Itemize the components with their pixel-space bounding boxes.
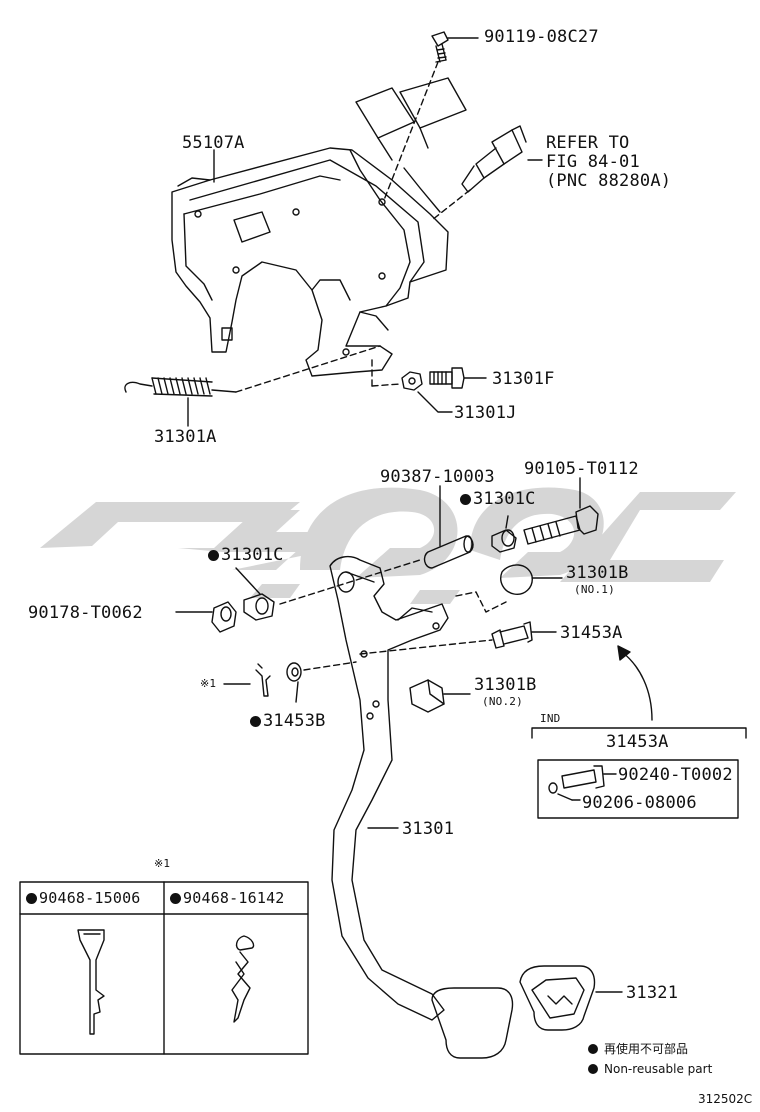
non-reusable-dot-icon — [460, 494, 471, 505]
label-ind: IND — [540, 712, 561, 725]
label-bolt-t0112: 90105-T0112 — [524, 459, 639, 479]
watermark-logo — [40, 487, 736, 604]
clip-icon — [255, 663, 271, 697]
ind-bracket — [531, 727, 747, 739]
label-clip-table-ref: ※1 — [154, 857, 171, 870]
non-reusable-dot-icon — [250, 716, 261, 727]
nut-j-icon — [401, 371, 423, 391]
label-clip-1: 90468-15006 — [26, 890, 141, 906]
label-spring: 31301A — [154, 427, 217, 447]
figure-code: 312502C — [698, 1092, 753, 1106]
label-bush-c-right: 31301C — [460, 490, 536, 508]
non-reusable-dot-icon — [26, 893, 37, 904]
label-nut-j: 31301J — [454, 403, 517, 423]
non-reusable-dot-icon — [588, 1044, 598, 1054]
legend-jp: 再使用不可部品 — [588, 1042, 688, 1056]
label-clip-ref: ※1 — [200, 677, 217, 690]
ind-inner-box — [537, 759, 739, 819]
bush-c-right-icon — [491, 529, 517, 553]
label-refer-1: REFER TO — [546, 133, 630, 153]
non-reusable-dot-icon — [170, 893, 181, 904]
non-reusable-dot-icon — [208, 550, 219, 561]
label-collar: 90387-10003 — [380, 467, 495, 487]
bushing-t0062-icon — [211, 601, 237, 633]
label-pad: 31321 — [626, 983, 679, 1003]
return-spring-icon — [124, 377, 237, 397]
label-bushing-t0062: 90178-T0062 — [28, 603, 143, 623]
label-bolt-f: 31301F — [492, 369, 555, 389]
collar-icon — [423, 535, 474, 569]
label-bush-c-left: 31301C — [208, 546, 284, 564]
pedal-pad-base-icon — [431, 987, 514, 1059]
pin-31453a-icon — [491, 621, 533, 649]
washer-b-icon — [286, 662, 302, 682]
label-ind-title: 31453A — [606, 732, 669, 752]
clip-15006-icon — [77, 929, 105, 1035]
ind-arrow-icon — [621, 651, 653, 721]
bolt-f-icon — [429, 367, 465, 389]
legend-en: Non-reusable part — [588, 1062, 712, 1076]
non-reusable-dot-icon — [588, 1064, 598, 1074]
label-ind-pin: 90240-T0002 — [618, 765, 733, 785]
pedal-bracket-icon — [171, 147, 449, 377]
stopper-b2-icon — [409, 679, 445, 713]
label-stopper-b2-note: (NO.2) — [482, 695, 523, 708]
label-washer-b: 31453B — [250, 712, 326, 730]
label-bracket: 55107A — [182, 133, 245, 153]
top-bolt-icon — [431, 31, 449, 63]
label-pin-a: 31453A — [560, 623, 623, 643]
cushion-b1-icon — [500, 564, 533, 595]
label-ind-washer: 90206-08006 — [582, 793, 697, 813]
bolt-t0112-icon — [523, 505, 599, 545]
ind-washer-icon — [548, 782, 558, 794]
label-clip-2: 90468-16142 — [170, 890, 285, 906]
label-bolt-top: 90119-08C27 — [484, 27, 599, 47]
bush-c-left-icon — [243, 593, 275, 621]
label-cushion-b1-note: (NO.1) — [574, 583, 615, 596]
label-cushion-b1: 31301B — [566, 563, 629, 583]
ind-pin-icon — [561, 765, 605, 789]
brake-pedal-arm-icon — [329, 555, 449, 1021]
label-refer-3: (PNC 88280A) — [546, 171, 672, 191]
label-stopper-b2: 31301B — [474, 675, 537, 695]
label-refer-2: FIG 84-01 — [546, 152, 640, 172]
switch-sensor-icon — [461, 125, 527, 193]
clip-16142-icon — [231, 935, 255, 1023]
label-pedal: 31301 — [402, 819, 455, 839]
pedal-pad-icon — [519, 965, 596, 1031]
